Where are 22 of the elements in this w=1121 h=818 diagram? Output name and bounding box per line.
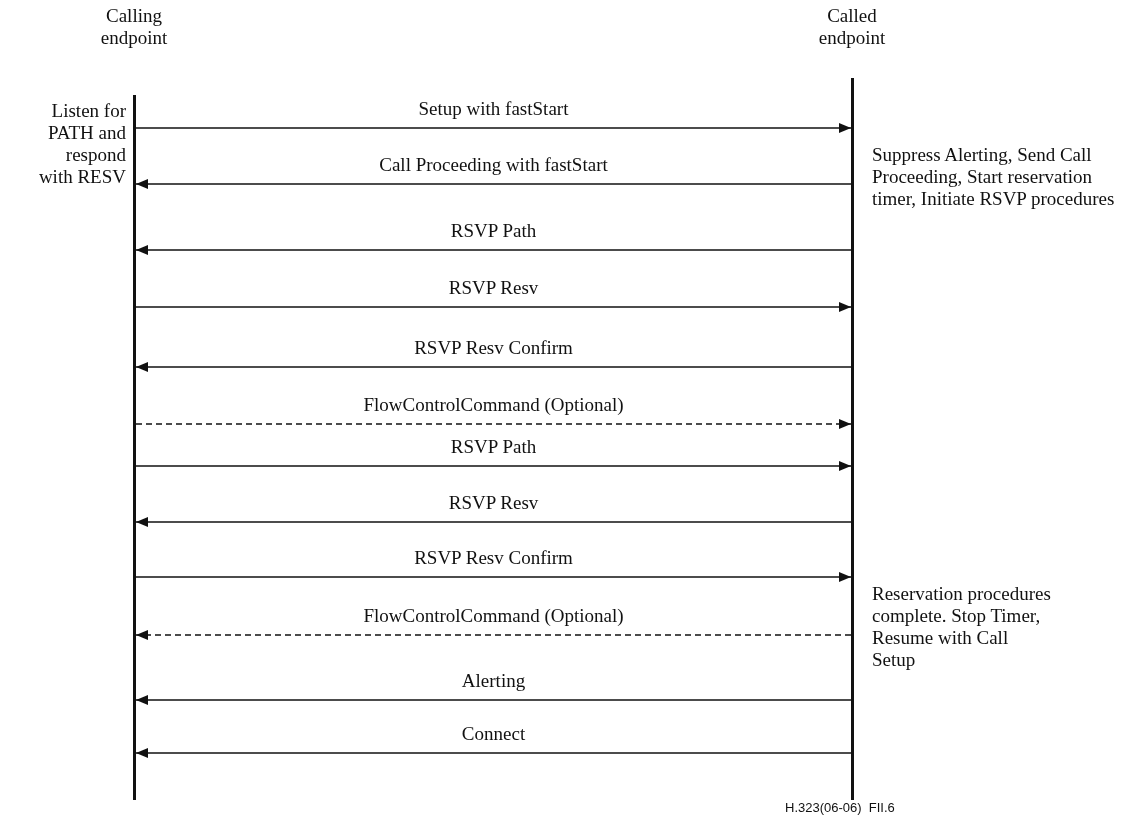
message-arrow bbox=[135, 461, 852, 471]
message-arrow bbox=[135, 695, 852, 705]
message-arrow bbox=[135, 245, 852, 255]
message-arrow bbox=[135, 419, 852, 429]
message-label: FlowControlCommand (Optional) bbox=[361, 605, 626, 627]
lifeline-heading: Called endpoint bbox=[817, 5, 887, 49]
message-arrow bbox=[135, 517, 852, 527]
message-arrow bbox=[135, 748, 852, 758]
figure-id: H.323(06-06) FII.6 bbox=[785, 800, 895, 815]
message-arrow bbox=[135, 630, 852, 640]
message-arrow bbox=[135, 123, 852, 133]
message-arrow bbox=[135, 362, 852, 372]
message-arrow bbox=[135, 302, 852, 312]
message-label: FlowControlCommand (Optional) bbox=[361, 394, 626, 416]
message-label: Call Proceeding with fastStart bbox=[377, 154, 610, 176]
note-text: Reservation procedures complete. Stop Timer, Resume with Call Setup bbox=[872, 583, 1052, 671]
note-text: Listen for PATH and respond with RESV bbox=[37, 100, 126, 188]
message-arrow bbox=[135, 572, 852, 582]
note-text: Suppress Alerting, Send Call Proceeding, Start reservation timer, Initiate RSVP procedures bbox=[872, 144, 1116, 210]
lifeline-heading: Calling endpoint bbox=[99, 5, 169, 49]
message-label: Setup with fastStart bbox=[416, 98, 571, 120]
message-arrow bbox=[135, 179, 852, 189]
